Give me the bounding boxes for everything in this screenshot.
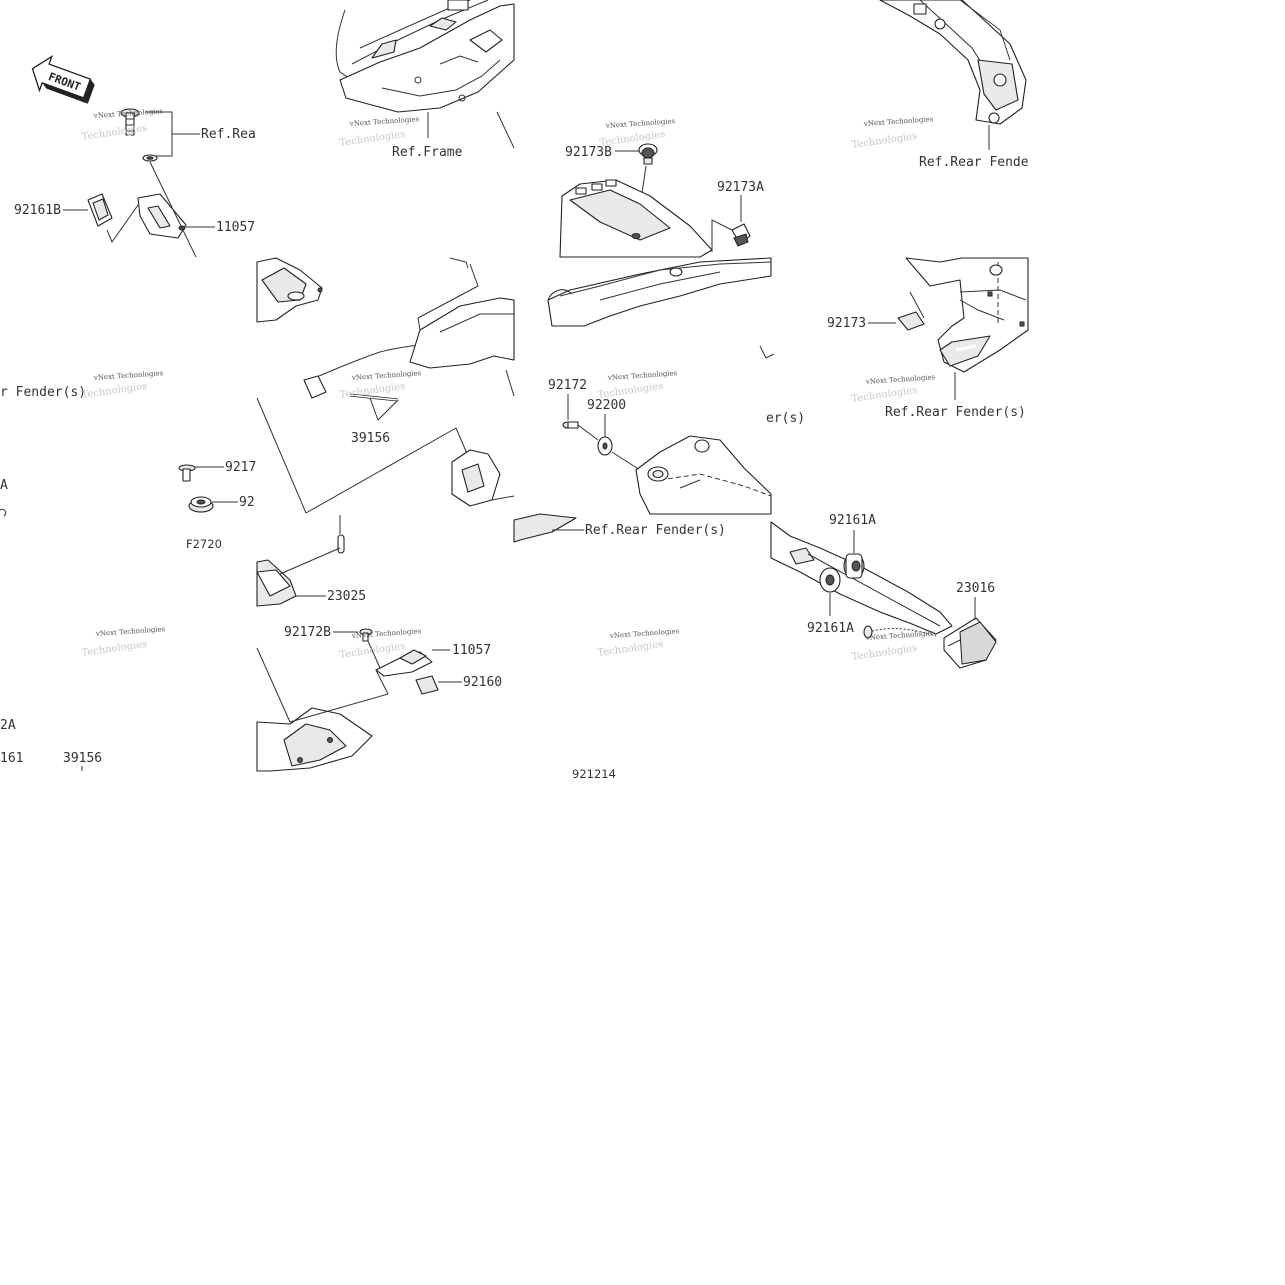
svg-text:Technologies: Technologies <box>339 641 406 661</box>
bracket-part-11057 <box>375 649 433 677</box>
label-92173: 92173 <box>827 316 866 331</box>
label-161: 161 <box>0 751 23 766</box>
grommet-part-92161a-upper <box>843 553 865 579</box>
watermark: vNext Technologies Technologies <box>81 107 164 143</box>
clip-part-92173 <box>897 311 925 331</box>
label-ref-rear-fende: Ref.Rear Fende <box>919 155 1029 170</box>
watermark: vNext Technologies Technologies <box>851 115 934 151</box>
label-a: A <box>0 478 8 493</box>
label-ref-rear: Ref.Rea <box>201 127 256 142</box>
label-92200: 92200 <box>587 398 626 413</box>
label-er-s: er(s) <box>766 411 805 426</box>
front-arrow-icon: FRONT <box>31 54 95 104</box>
tile-left-column: r Fender(s) 9217 92 A F2720 2A 161 39156… <box>0 369 256 771</box>
washer-part-92200 <box>597 436 613 456</box>
svg-text:vNext Technologies: vNext Technologies <box>95 625 166 638</box>
svg-text:vNext Technologies: vNext Technologies <box>863 115 934 128</box>
bolt-part <box>120 108 158 162</box>
svg-text:Technologies: Technologies <box>81 123 148 143</box>
svg-text:vNext Technologies: vNext Technologies <box>349 115 420 128</box>
label-ref-frame: Ref.Frame <box>392 145 463 160</box>
tile-rear-fender-clamp: FRONT Ref.Rea 92161B 11057 <box>14 54 256 258</box>
label-92: 92 <box>239 495 255 510</box>
watermark: vNext Technologies Technologies <box>599 117 676 149</box>
label-921214: 921214 <box>572 767 616 781</box>
watermark: vNext Technologies Technologies vNext Te… <box>339 369 422 661</box>
svg-text:Technologies: Technologies <box>851 385 918 405</box>
label-92160: 92160 <box>463 675 502 690</box>
tile-turn-signal: 92173 Ref.Rear Fender(s) 92161A 92161A 2… <box>770 257 1029 669</box>
svg-text:Technologies: Technologies <box>599 129 666 149</box>
label-ref-rear-fender-right: Ref.Rear Fender(s) <box>885 405 1026 420</box>
svg-text:Technologies: Technologies <box>597 381 664 401</box>
label-92173b: 92173B <box>565 145 612 160</box>
tile-rear-fender-stay: Ref.Rear Fende vNext Technologies Techno… <box>851 0 1029 170</box>
label-92161a-upper: 92161A <box>829 513 876 528</box>
label-11057-a: 11057 <box>216 220 255 235</box>
label-39156-a: 39156 <box>351 431 390 446</box>
clip-part-92173a <box>731 223 751 247</box>
svg-text:vNext Technologies: vNext Technologies <box>351 627 422 640</box>
grommet-part-92161a-lower <box>819 567 841 593</box>
label-92173a: 92173A <box>717 180 764 195</box>
label-23025: 23025 <box>327 589 366 604</box>
label-r-fender: r Fender(s) <box>0 385 86 400</box>
grommet-part-92161 <box>188 496 214 513</box>
turn-signal-part-23016 <box>943 617 997 669</box>
svg-text:Technologies: Technologies <box>81 639 148 659</box>
label-9217: 9217 <box>225 460 256 475</box>
svg-text:Technologies: Technologies <box>851 643 918 663</box>
label-39156-b: 39156 <box>63 751 102 766</box>
label-f2720: F2720 <box>186 537 222 551</box>
screw-part-92172 <box>562 421 579 429</box>
tile-seat-bracket: 92173B 92173A vNext Technologies Technol… <box>559 117 764 258</box>
tile-frame: Ref.Frame vNext Technologies Technologie… <box>335 0 515 160</box>
label-92172: 92172 <box>548 378 587 393</box>
label-92161b: 92161B <box>14 203 61 218</box>
clip-part-92161b <box>87 193 113 227</box>
label-11057-b: 11057 <box>452 643 491 658</box>
svg-text:Technologies: Technologies <box>597 639 664 659</box>
screw-part-92172 <box>178 464 196 482</box>
pad-part-92160 <box>415 675 439 695</box>
label-23016: 23016 <box>956 581 995 596</box>
watermark: vNext Technologies Technologies vNext Te… <box>81 369 166 659</box>
svg-text:Technologies: Technologies <box>851 131 918 151</box>
tile-seat-lock: 39156 23025 92172B 11057 <box>256 257 515 772</box>
svg-text:vNext Technologies: vNext Technologies <box>609 627 680 640</box>
svg-text:vNext Technologies: vNext Technologies <box>865 629 936 642</box>
label-92172b: 92172B <box>284 625 331 640</box>
label-2a: 2A <box>0 718 16 733</box>
svg-text:Technologies: Technologies <box>81 381 148 401</box>
svg-text:vNext Technologies: vNext Technologies <box>865 373 936 386</box>
label-92161a-lower: 92161A <box>807 621 854 636</box>
svg-text:vNext Technologies: vNext Technologies <box>605 117 676 130</box>
screw-part-92172b <box>359 628 373 642</box>
grommet-part-92173b <box>638 143 658 165</box>
tile-rear-frame-lower: 92172 92200 er(s) Ref.Rear Fender(s) 921… <box>513 257 805 781</box>
svg-text:vNext Technologies: vNext Technologies <box>351 369 422 382</box>
svg-text:vNext Technologies: vNext Technologies <box>93 369 164 382</box>
watermark: vNext Technologies Technologies <box>339 115 420 149</box>
bracket-part-11057 <box>137 193 187 239</box>
svg-text:vNext Technologies: vNext Technologies <box>607 369 678 382</box>
label-ref-rear-fender-mid: Ref.Rear Fender(s) <box>585 523 726 538</box>
